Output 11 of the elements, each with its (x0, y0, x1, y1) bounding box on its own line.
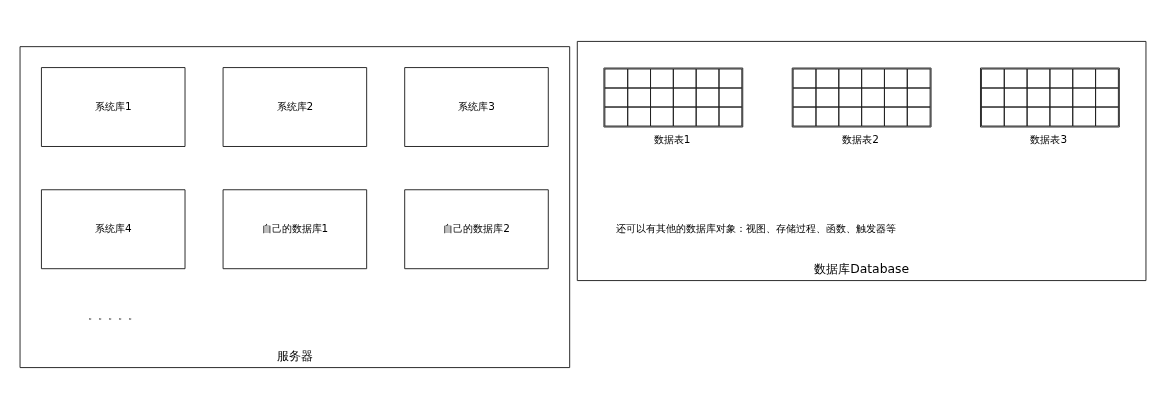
node-label: 数据表3 (1030, 132, 1068, 145)
label: 。。。。。 (88, 308, 139, 321)
label: 还可以有其他的数据库对象：视图、存储过程、函数、触发器等 (616, 221, 897, 234)
node-box: 系统库2 (222, 67, 368, 147)
node-box: 系统库3 (404, 67, 549, 147)
node-box: 系统库1 (40, 67, 186, 147)
node-box: 系统库4 (40, 189, 186, 270)
node-box: 自己的数据库1 (222, 189, 368, 270)
node-box: 自己的数据库2 (404, 189, 549, 270)
node-label: 数据表1 (653, 132, 691, 145)
node-label: 数据表2 (842, 132, 879, 145)
